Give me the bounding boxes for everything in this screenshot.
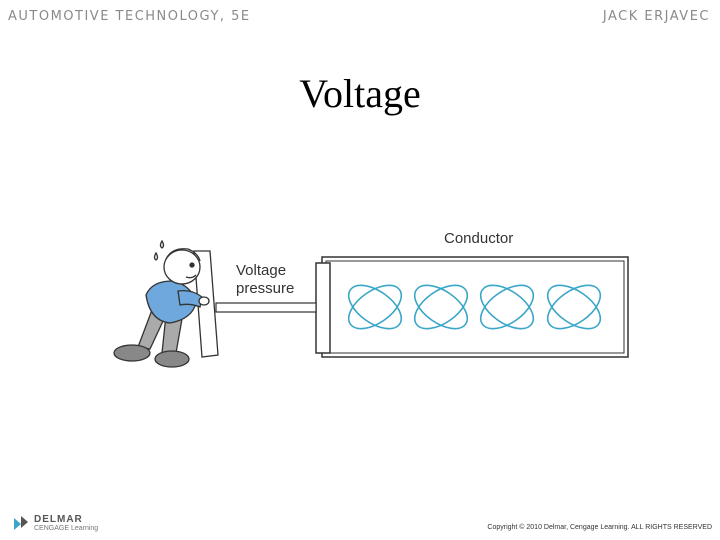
electron-loop — [546, 284, 602, 330]
author-name: JACK ERJAVEC — [602, 9, 710, 24]
electron-loop — [479, 284, 535, 330]
electron-loop — [347, 284, 403, 330]
electron-loops — [347, 284, 602, 330]
electron-loop — [413, 284, 469, 330]
conductor-label: Conductor — [444, 230, 513, 247]
slide-title: Voltage — [299, 71, 421, 116]
pushing-man-figure — [113, 239, 219, 368]
voltage-pressure-illustration: Conductor Voltage pressure — [113, 230, 629, 368]
delmar-logo-icon — [14, 516, 28, 530]
voltage-pressure-label-line1: Voltage — [236, 262, 286, 279]
publisher-logo: DELMAR CENGAGE Learning — [12, 512, 122, 538]
logo-sub-text: CENGAGE Learning — [34, 525, 99, 532]
conductor-tube — [215, 256, 629, 358]
logo-brand-text: DELMAR — [34, 514, 83, 525]
voltage-pressure-label-line2: pressure — [236, 280, 294, 297]
book-title: AUTOMOTIVE TECHNOLOGY, 5E — [8, 9, 251, 24]
copyright-text: Copyright © 2010 Delmar, Cengage Learnin… — [487, 524, 712, 531]
